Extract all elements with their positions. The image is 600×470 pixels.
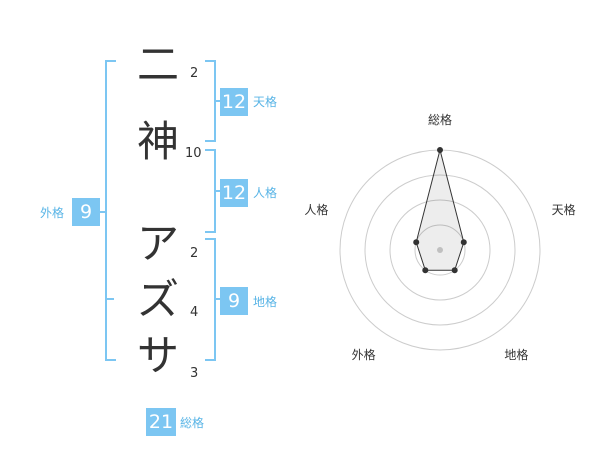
- tenkaku-tick: [214, 100, 222, 102]
- tenkaku-label: 天格: [253, 95, 278, 109]
- name-char-2: 神: [136, 117, 179, 166]
- chikaku-tick: [214, 298, 222, 300]
- chikaku-label: 地格: [253, 295, 278, 309]
- name-char-3: ア: [136, 219, 179, 268]
- radar-point: [422, 267, 429, 274]
- radar-point: [413, 239, 420, 246]
- radar-center: [437, 247, 443, 253]
- surname-end-tick: [105, 298, 114, 300]
- stroke-count-5: 3: [190, 366, 199, 381]
- radar-axis-label: 人格: [304, 202, 328, 217]
- radar-axis-label: 総格: [428, 112, 452, 127]
- radar-point: [451, 267, 458, 274]
- name-char-1: 二: [136, 40, 179, 89]
- jinkaku-badge: 12: [220, 179, 248, 207]
- gaikaku-bracket-tick: [97, 211, 106, 213]
- radar-ring: [389, 199, 491, 301]
- stroke-count-4: 4: [190, 305, 199, 320]
- tenkaku-badge: 12: [220, 88, 248, 116]
- radar-data-polygon: [415, 149, 465, 271]
- name-char-4: ズ: [136, 275, 179, 324]
- radar-axis-label: 外格: [352, 347, 376, 362]
- radar-ring: [364, 174, 516, 326]
- name-char-5: サ: [136, 331, 179, 380]
- soukaku-badge: 21: [146, 408, 176, 436]
- stroke-count-2: 10: [185, 146, 202, 161]
- radar-axis-label: 地格: [504, 347, 528, 362]
- stroke-count-1: 2: [190, 66, 199, 81]
- chikaku-badge: 9: [220, 287, 248, 315]
- jinkaku-tick: [214, 190, 222, 192]
- gaikaku-badge: 9: [72, 198, 100, 226]
- gaikaku-bracket: [105, 60, 116, 361]
- soukaku-label: 総格: [180, 416, 205, 430]
- radar-point: [460, 239, 467, 246]
- gaikaku-label: 外格: [40, 206, 65, 220]
- radar-point: [437, 147, 443, 153]
- radar-ring: [414, 224, 466, 276]
- stroke-count-3: 2: [190, 246, 199, 261]
- radar-axis-label: 天格: [552, 202, 576, 217]
- jinkaku-label: 人格: [253, 186, 278, 200]
